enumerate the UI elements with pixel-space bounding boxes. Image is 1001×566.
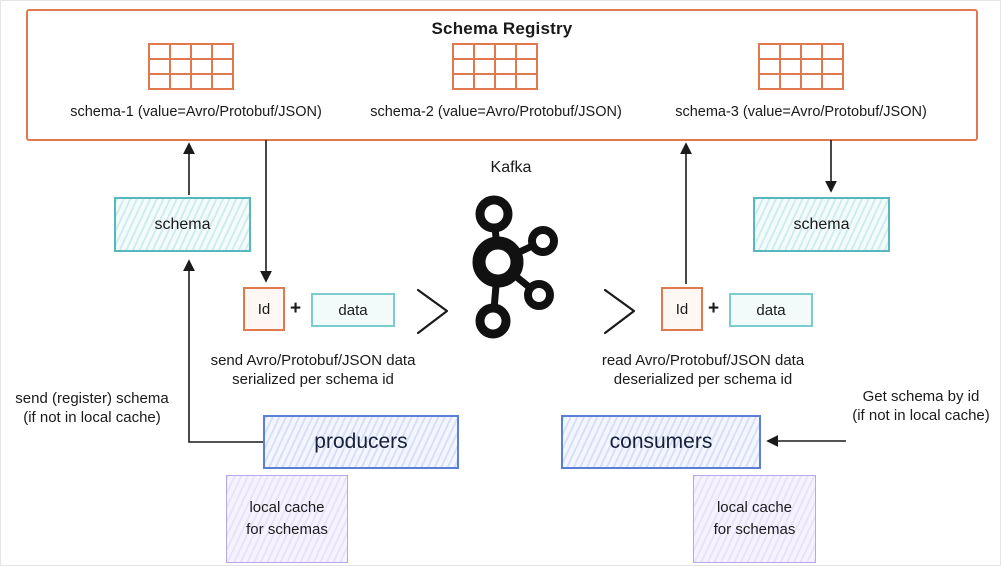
producers-text: producers	[314, 430, 408, 453]
kafka-logo-icon	[472, 195, 558, 339]
consumer-get-note: Get schema by id (if not in local cache)	[841, 387, 1000, 425]
grid-cell	[192, 75, 213, 90]
producer-local-cache-box: local cache for schemas	[226, 475, 348, 563]
grid-cell	[192, 45, 213, 60]
grid-cell	[475, 75, 496, 90]
consumer-flow-note: read Avro/Protobuf/JSON data deserialize…	[583, 351, 823, 389]
grid-cell	[760, 75, 781, 90]
producer-flow-note: send Avro/Protobuf/JSON data serialized …	[193, 351, 433, 389]
grid-cell	[475, 45, 496, 60]
producer-id-box: Id	[243, 287, 285, 331]
consumer-id-text: Id	[675, 300, 689, 318]
grid-cell	[823, 75, 844, 90]
kafka-label: Kafka	[490, 159, 532, 176]
schema-registry-box: Schema Registry schema-1 (value=Avro/Pro…	[26, 9, 978, 141]
grid-cell	[150, 75, 171, 90]
consumer-get-note-line2: (if not in local cache)	[852, 407, 990, 424]
grid-cell	[496, 45, 517, 60]
producer-data-text: data	[338, 301, 368, 319]
grid-cell	[781, 45, 802, 60]
grid-cell	[823, 60, 844, 75]
schema-table-icon-1	[148, 43, 234, 90]
producer-register-note-line1: send (register) schema	[15, 390, 169, 407]
grid-cell	[517, 60, 538, 75]
consumer-local-cache-box: local cache for schemas	[693, 475, 816, 563]
consumers-box: consumers	[561, 415, 761, 469]
grid-cell	[213, 60, 234, 75]
grid-cell	[517, 45, 538, 60]
grid-cell	[781, 75, 802, 90]
grid-cell	[496, 60, 517, 75]
consumer-flow-note-line2: deserialized per schema id	[613, 371, 793, 388]
producer-id-text: Id	[257, 300, 271, 318]
consumer-data-box: data	[729, 293, 813, 327]
grid-cell	[171, 60, 192, 75]
schema-2-label: schema-2 (value=Avro/Protobuf/JSON)	[370, 104, 622, 120]
consumer-flow-note-line1: read Avro/Protobuf/JSON data	[601, 352, 805, 369]
grid-cell	[192, 60, 213, 75]
consumer-schema-text: schema	[793, 215, 850, 233]
producer-schema-text: schema	[154, 215, 211, 233]
grid-cell	[496, 75, 517, 90]
schema-table-icon-3	[758, 43, 844, 90]
grid-cell	[802, 45, 823, 60]
producer-data-box: data	[311, 293, 395, 327]
consumer-id-box: Id	[661, 287, 703, 331]
grid-cell	[213, 75, 234, 90]
producer-register-note: send (register) schema (if not in local …	[6, 389, 178, 427]
grid-cell	[150, 60, 171, 75]
grid-cell	[171, 45, 192, 60]
schema-1-label: schema-1 (value=Avro/Protobuf/JSON)	[70, 104, 322, 120]
consumer-cache-line1: local cache	[716, 499, 793, 516]
grid-cell	[802, 75, 823, 90]
grid-cell	[150, 45, 171, 60]
grid-cell	[454, 75, 475, 90]
grid-cell	[517, 75, 538, 90]
grid-cell	[454, 45, 475, 60]
producer-cache-line1: local cache	[249, 499, 325, 516]
schema-3-label: schema-3 (value=Avro/Protobuf/JSON)	[675, 104, 927, 120]
producer-flow-note-line1: send Avro/Protobuf/JSON data	[210, 352, 416, 369]
grid-cell	[475, 60, 496, 75]
schema-registry-title: Schema Registry	[431, 19, 573, 38]
grid-cell	[823, 45, 844, 60]
grid-cell	[171, 75, 192, 90]
grid-cell	[760, 45, 781, 60]
consumer-schema-box: schema	[753, 197, 890, 252]
producer-schema-box: schema	[114, 197, 251, 252]
chevron-out-of-kafka	[603, 288, 636, 335]
consumer-get-note-line1: Get schema by id	[862, 388, 980, 405]
grid-cell	[802, 60, 823, 75]
producer-flow-note-line2: serialized per schema id	[232, 371, 394, 388]
consumer-cache-line2: for schemas	[713, 521, 796, 538]
grid-cell	[760, 60, 781, 75]
consumer-plus-sign: +	[708, 298, 720, 319]
consumers-text: consumers	[609, 430, 713, 453]
grid-cell	[213, 45, 234, 60]
producer-plus-sign: +	[290, 298, 302, 319]
producer-cache-line2: for schemas	[246, 521, 328, 538]
grid-cell	[781, 60, 802, 75]
chevron-into-kafka	[416, 288, 449, 335]
producer-register-note-line2: (if not in local cache)	[23, 409, 161, 426]
schema-table-icon-2	[452, 43, 538, 90]
producers-box: producers	[263, 415, 459, 469]
grid-cell	[454, 60, 475, 75]
consumer-data-text: data	[756, 301, 786, 319]
